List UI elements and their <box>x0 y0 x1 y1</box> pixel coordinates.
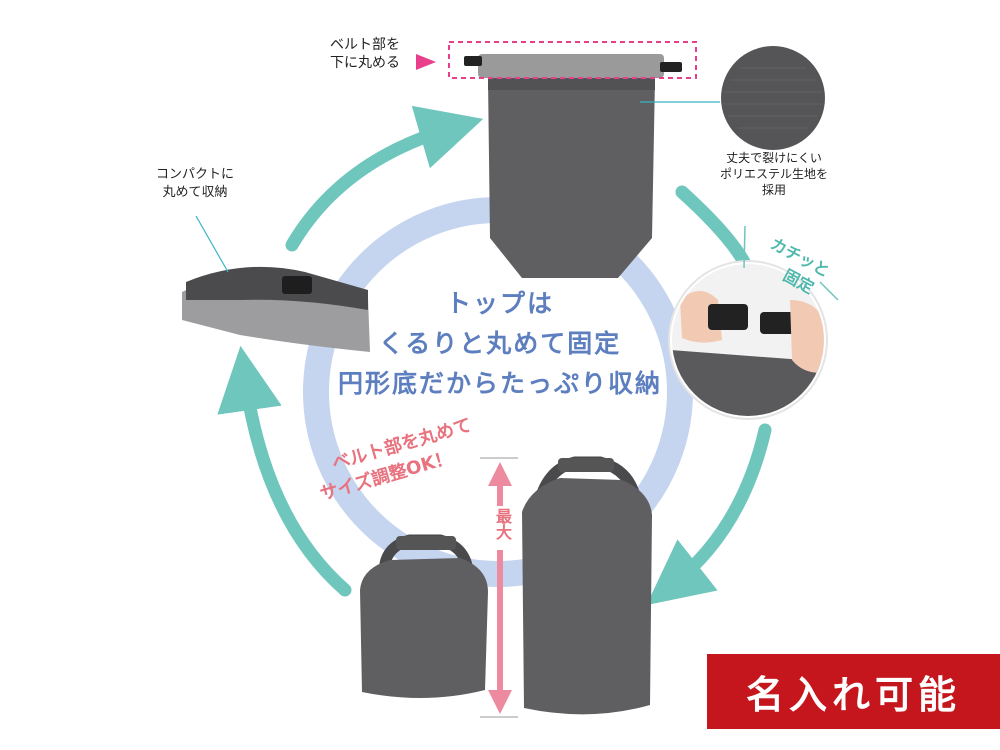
badge-text: 名入れ可能 <box>745 673 961 717</box>
pointer-triangle-icon <box>416 54 436 70</box>
compact-note: コンパクトに 丸めて収納 <box>155 167 234 200</box>
cycle-arrow-bottom-left <box>217 345 352 597</box>
compact-rolled-bag <box>182 266 370 352</box>
click-leader-left <box>743 225 746 269</box>
small-rolled-bag <box>360 534 488 699</box>
belt-fold-note: ベルト部を 下に丸める <box>330 37 400 71</box>
fabric-swatch <box>721 46 825 150</box>
max-label: 最大 <box>488 506 512 542</box>
belt-dashed-box <box>448 41 697 79</box>
flat-bag <box>464 54 682 278</box>
fabric-note: 丈夫で裂けにくい ポリエステル生地を 採用 <box>719 151 828 197</box>
tall-bag <box>522 456 652 715</box>
click-leader-right <box>819 281 839 301</box>
center-headline: トップは くるりと丸めて固定 円形底だからたっぷり収納 <box>337 289 662 398</box>
cycle-arrow-top-left <box>285 105 484 252</box>
cycle-arrow-bottom-right <box>646 423 772 606</box>
compact-leader-line <box>195 215 229 273</box>
name-print-badge: 名入れ可能 <box>707 654 1000 729</box>
